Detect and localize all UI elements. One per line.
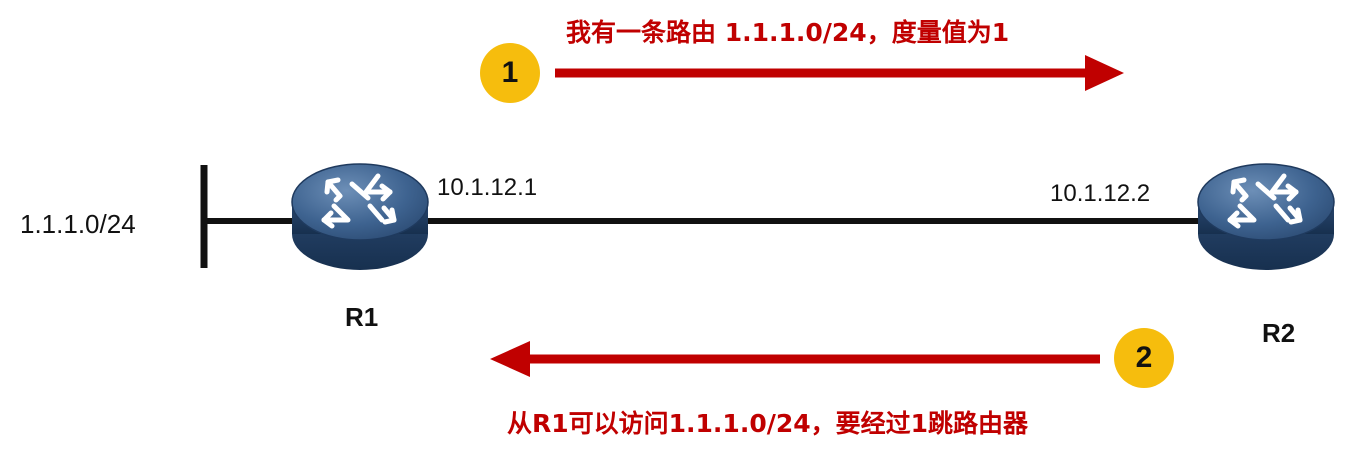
- r1-label: R1: [345, 302, 379, 332]
- router-icon: [292, 164, 428, 270]
- router-icon: [1198, 164, 1334, 270]
- network-label: 1.1.1.0/24: [20, 209, 136, 239]
- step-2-badge: 2: [1114, 328, 1174, 388]
- reachability-arrow: [490, 341, 1100, 377]
- r1-interface-ip: 10.1.12.1: [437, 174, 538, 201]
- step-2-text: 从R1可以访问1.1.1.0/24，要经过1跳路由器: [507, 409, 1029, 438]
- update-arrow: [555, 55, 1124, 91]
- r2-interface-ip: 10.1.12.2: [1050, 180, 1151, 207]
- step-1-badge: 1: [480, 43, 540, 103]
- r2-label: R2: [1262, 318, 1296, 348]
- step-1-text: 我有一条路由 1.1.1.0/24，度量值为1: [566, 18, 1010, 47]
